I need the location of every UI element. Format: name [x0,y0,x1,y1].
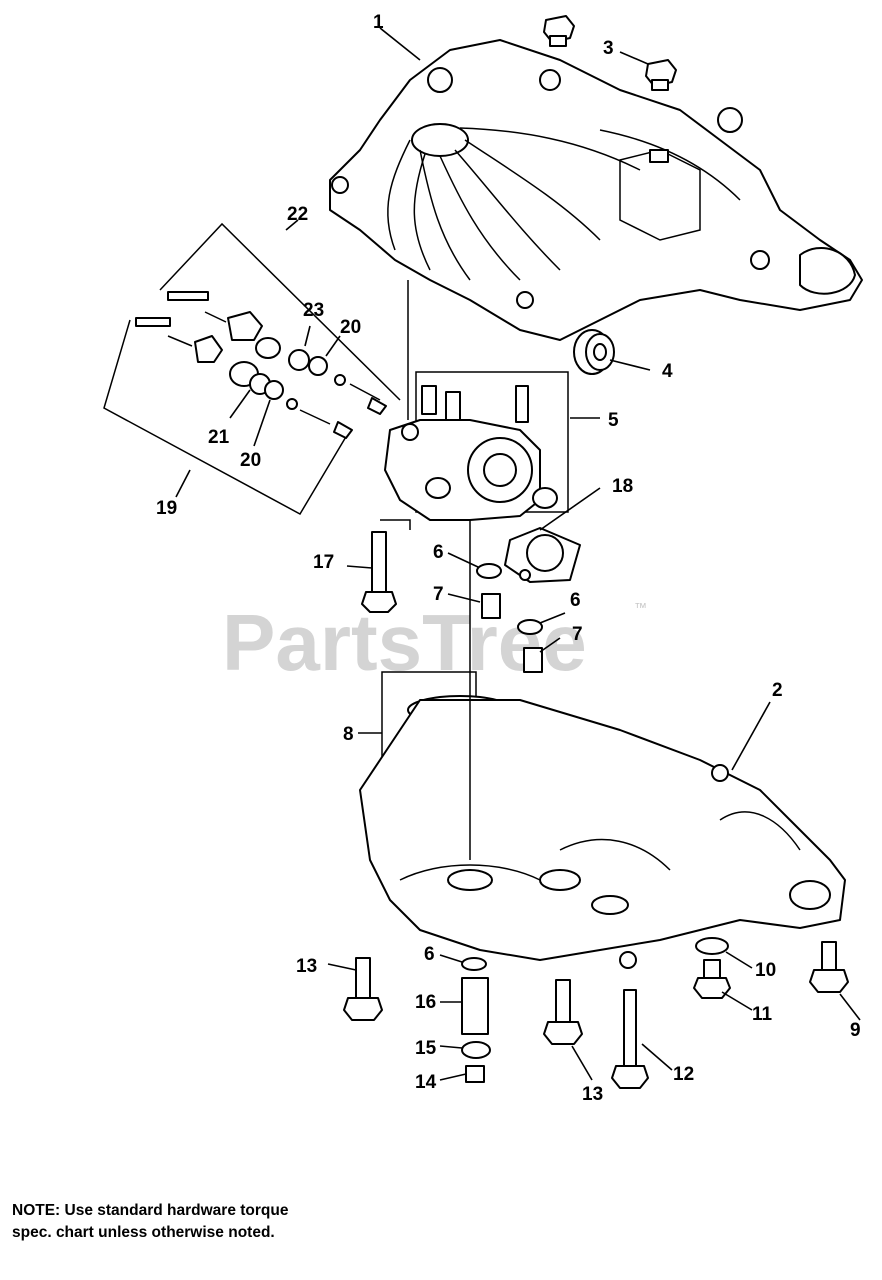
callout-6-right: 6 [570,590,581,611]
seal-15 [461,1041,491,1059]
callout-17: 17 [313,552,334,573]
callout-21: 21 [208,427,230,448]
washer-10 [695,937,729,955]
callout-12: 12 [673,1064,694,1085]
bolt-13-left [343,957,383,1021]
hardware-note: NOTE: Use standard hardware torque spec.… [12,1200,292,1244]
callout-22: 22 [287,204,308,225]
callout-23: 23 [303,300,324,321]
assembly-line [380,519,411,530]
watermark-trademark: ™ [634,600,647,615]
callout-20-lower: 20 [240,450,261,471]
seal-6c [461,957,487,971]
callout-10: 10 [755,960,776,981]
valve-assembly-lower [103,317,353,516]
callout-9: 9 [850,1020,861,1041]
bolt-12 [611,989,649,1089]
center-section [384,371,569,521]
callout-13-left: 13 [296,956,317,977]
plug-lower [645,59,677,91]
callout-8: 8 [343,724,354,745]
screw-11 [693,959,731,999]
callout-7-right: 7 [572,624,583,645]
callout-5: 5 [608,410,619,431]
callout-1: 1 [373,12,384,33]
callout-6-upper: 6 [433,542,444,563]
callout-6-lower: 6 [424,944,435,965]
callout-11: 11 [752,1004,773,1025]
note-text: Use standard hardware torque spec. chart… [12,1202,289,1241]
seal-6a [476,563,502,579]
bolt-9 [809,941,849,993]
callout-15: 15 [415,1038,437,1059]
valve-assembly-upper [159,222,401,415]
lower-housing [359,699,846,969]
callout-18: 18 [612,476,633,497]
bolt-17 [361,531,397,613]
fitting-16 [461,977,489,1035]
callout-20-upper: 20 [340,317,361,338]
callout-2: 2 [772,680,783,701]
bolt-13-center [543,979,583,1045]
callout-4: 4 [662,361,673,382]
filter-bracket [504,527,581,583]
callout-3: 3 [603,38,614,59]
callout-14: 14 [415,1072,437,1093]
callout-19: 19 [156,498,177,519]
fitting-7b [523,647,543,673]
watermark-text: PartsTree [222,598,587,687]
note-label: NOTE: [12,1202,61,1219]
seal-6b [517,619,543,635]
fitting-7a [481,593,501,619]
callout-16: 16 [415,992,436,1013]
callout-7-upper: 7 [433,584,444,605]
upper-housing [329,39,863,341]
callout-13-center: 13 [582,1084,603,1105]
plug-14 [465,1065,485,1083]
bearing [573,329,615,375]
plug-upper [543,15,575,47]
